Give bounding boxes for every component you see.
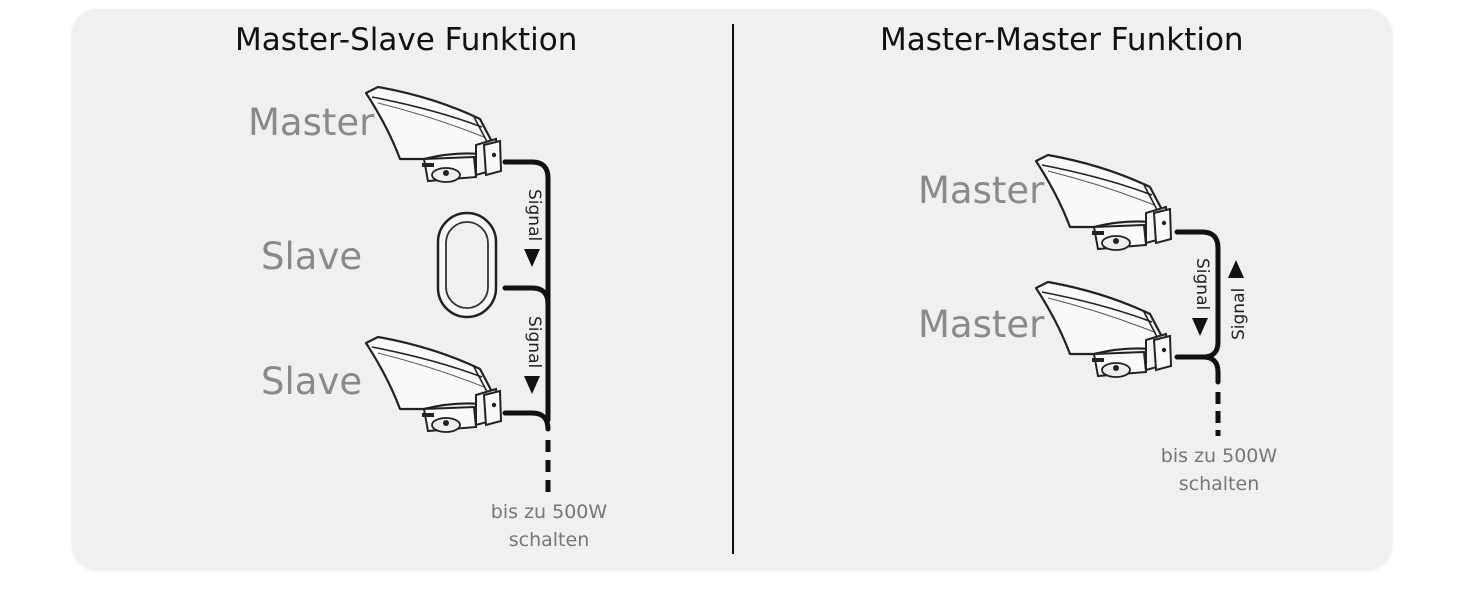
power-caption-line2: schalten	[1178, 473, 1260, 495]
arrow-down-icon	[524, 376, 540, 394]
power-caption: bis zu 500W schalten	[1139, 442, 1299, 498]
power-caption-line2: schalten	[508, 529, 590, 551]
signal-label: Signal	[524, 189, 544, 242]
arrow-down-icon	[524, 249, 540, 267]
device-label-slave: Slave	[261, 360, 363, 403]
signal-wire	[1174, 229, 1221, 385]
floodlight-icon	[1034, 153, 1173, 252]
device-label-master: Master	[248, 101, 375, 144]
device-label-master: Master	[918, 169, 1045, 212]
signal-label: Signal	[1229, 287, 1249, 340]
signal-label: Signal	[524, 316, 544, 369]
panel-divider	[732, 24, 734, 554]
power-caption-line1: bis zu 500W	[490, 501, 608, 523]
signal-wire	[502, 159, 551, 432]
signal-label: Signal	[1192, 258, 1212, 311]
left-panel-title: Master-Slave Funktion	[235, 22, 578, 58]
device-label-slave: Slave	[261, 235, 363, 278]
power-caption-line1: bis zu 500W	[1160, 445, 1278, 467]
oval-wall-lamp-icon	[436, 211, 498, 319]
floodlight-icon	[364, 85, 503, 184]
arrow-down-icon	[1192, 318, 1208, 336]
device-label-master: Master	[918, 303, 1045, 346]
power-caption: bis zu 500W schalten	[469, 498, 629, 554]
floodlight-icon	[364, 335, 503, 434]
arrow-up-icon	[1228, 260, 1244, 278]
right-panel-title: Master-Master Funktion	[880, 22, 1244, 58]
floodlight-icon	[1034, 280, 1173, 379]
